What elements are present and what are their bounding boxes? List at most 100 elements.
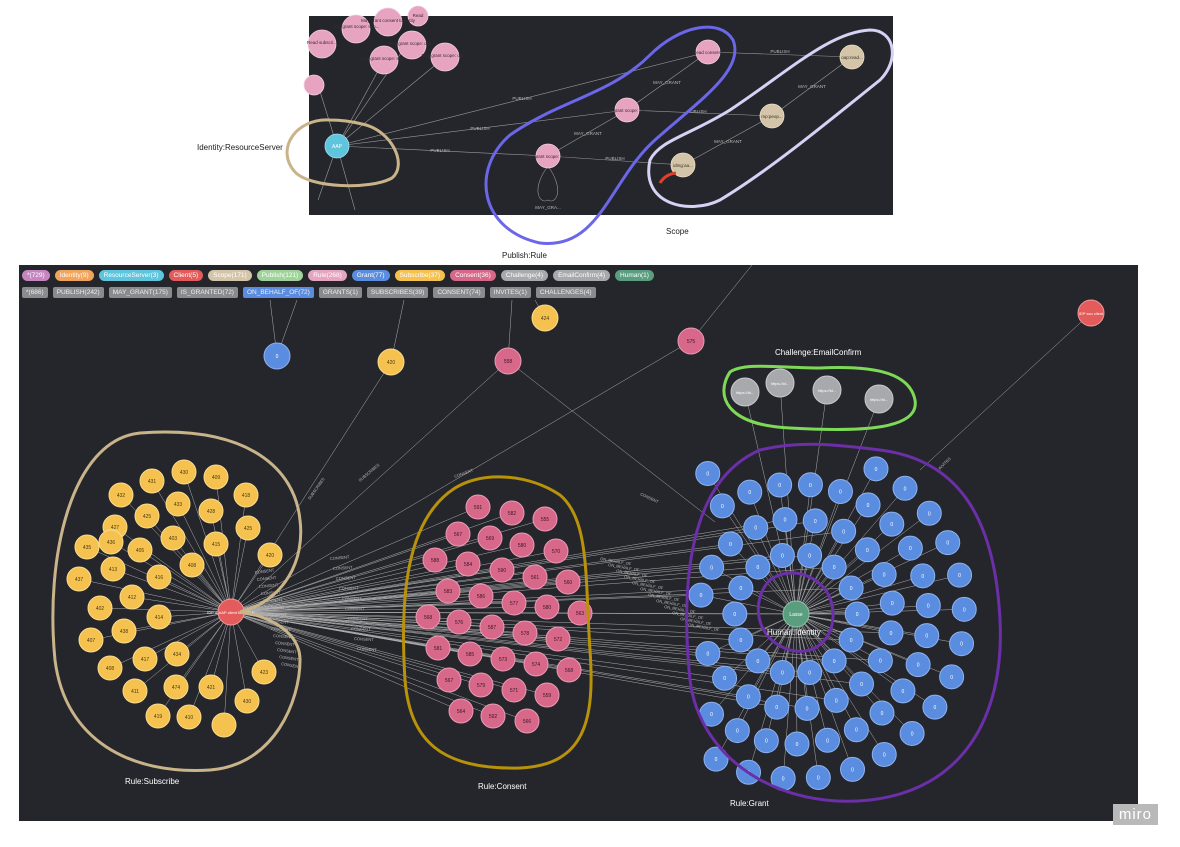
subscribe-node[interactable]: 407	[78, 627, 104, 653]
legend-relationship-pill[interactable]: CHALLENGES(4)	[535, 287, 596, 298]
legend-label-pill[interactable]: Publish(121)	[256, 270, 304, 281]
grant-node[interactable]: 0	[745, 648, 771, 674]
legend-relationship-pill[interactable]: *(686)	[22, 287, 48, 298]
consent-node[interactable]: 566	[514, 708, 540, 734]
subscribe-node[interactable]: 432	[108, 482, 134, 508]
grant-node[interactable]: 0	[722, 601, 748, 627]
grant-node[interactable]: 0	[939, 664, 965, 690]
consent-node[interactable]: 581	[425, 635, 451, 661]
grant-node-top[interactable]: 0	[263, 342, 291, 370]
client-node-idp-aap[interactable]: IDP & AAP client for MELE	[207, 598, 255, 626]
grant-node[interactable]: 0	[688, 582, 714, 608]
grant-node[interactable]: 0	[871, 742, 897, 768]
consent-node[interactable]: 573	[490, 646, 516, 672]
grant-node[interactable]: 0	[905, 652, 931, 678]
subscribe-node[interactable]: 437	[66, 566, 92, 592]
subscribe-node[interactable]: 423	[251, 659, 277, 685]
legend-label-pill[interactable]: Subscribe(37)	[394, 270, 446, 281]
subscribe-node[interactable]: 409	[203, 464, 229, 490]
grant-node[interactable]: 0	[879, 511, 905, 537]
legend-label-pill[interactable]: Challenge(4)	[500, 270, 549, 281]
grant-node[interactable]: 0	[838, 575, 864, 601]
consent-node[interactable]: 574	[523, 651, 549, 677]
legend-label-pill[interactable]: Consent(36)	[450, 270, 496, 281]
grant-node[interactable]: 0	[764, 694, 790, 720]
consent-node[interactable]: 586	[468, 583, 494, 609]
legend-label-pill[interactable]: ResourceServer(3)	[98, 270, 164, 281]
grant-node[interactable]: 0	[947, 562, 973, 588]
consent-node[interactable]: 590	[489, 557, 515, 583]
legend-label-pill[interactable]: Client(5)	[168, 270, 204, 281]
legend-label-pill[interactable]: EmailConfirm(4)	[553, 270, 611, 281]
subscribe-node[interactable]: 411	[122, 678, 148, 704]
consent-node[interactable]: 583	[435, 578, 461, 604]
consent-node[interactable]: 568	[415, 604, 441, 630]
subscribe-node[interactable]: 403	[160, 525, 186, 551]
consent-node[interactable]: 588	[422, 547, 448, 573]
consent-node[interactable]: 563	[567, 600, 593, 626]
legend-label-pill[interactable]: Identity(9)	[54, 270, 94, 281]
legend-relationship-pill[interactable]: SUBSCRIBES(39)	[366, 287, 429, 298]
grant-node[interactable]: 0	[767, 472, 793, 498]
grant-node[interactable]: 0	[784, 731, 810, 757]
legend-label-pill[interactable]: *(729)	[22, 270, 50, 281]
consent-node[interactable]: 584	[455, 551, 481, 577]
subscribe-node[interactable]: 417	[132, 646, 158, 672]
consent-node-top[interactable]: 558	[494, 347, 522, 375]
grant-node[interactable]: 0	[717, 531, 743, 557]
grant-node[interactable]: 0	[840, 756, 866, 782]
grant-node[interactable]: 0	[735, 684, 761, 710]
subscribe-node[interactable]: 434	[164, 641, 190, 667]
grant-node[interactable]: 0	[797, 659, 823, 685]
challenge-node[interactable]: https://id...	[730, 377, 760, 407]
challenge-node[interactable]: https://id...	[812, 375, 842, 405]
consent-node[interactable]: 578	[512, 620, 538, 646]
legend-relationship-pill[interactable]: MAY_GRANT(175)	[108, 287, 172, 298]
consent-node[interactable]: 564	[448, 698, 474, 724]
grant-node[interactable]: 0	[703, 746, 729, 772]
subscribe-node[interactable]: 436	[98, 529, 124, 555]
consent-node[interactable]: 577	[501, 590, 527, 616]
grant-node[interactable]: 0	[935, 530, 961, 556]
grant-node[interactable]: 0	[753, 728, 779, 754]
grant-node[interactable]: 0	[797, 472, 823, 498]
legend-relationship-pill[interactable]: CONSENT(74)	[433, 287, 485, 298]
grant-node[interactable]: 0	[737, 479, 763, 505]
grant-node[interactable]: 0	[914, 623, 940, 649]
grant-node[interactable]: 0	[916, 500, 942, 526]
grant-node[interactable]: 0	[949, 631, 975, 657]
subscribe-node-top[interactable]: 424	[531, 304, 559, 332]
grant-node[interactable]: 0	[892, 475, 918, 501]
grant-node[interactable]: 0	[878, 620, 904, 646]
grant-node[interactable]: 0	[899, 720, 925, 746]
grant-node[interactable]: 0	[823, 687, 849, 713]
subscribe-node[interactable]: 420	[257, 542, 283, 568]
grant-node[interactable]: 0	[695, 460, 721, 486]
legend-relationship-pill[interactable]: INVITES(1)	[489, 287, 531, 298]
subscribe-node[interactable]: 433	[165, 491, 191, 517]
grant-node[interactable]: 0	[897, 535, 923, 561]
consent-node[interactable]: 560	[555, 569, 581, 595]
subscribe-node-top[interactable]: 420	[377, 348, 405, 376]
grant-node[interactable]: 0	[815, 727, 841, 753]
grant-node[interactable]: 0	[831, 518, 857, 544]
subscribe-node[interactable]: 415	[203, 531, 229, 557]
consent-node[interactable]: 555	[532, 506, 558, 532]
consent-node[interactable]: 571	[501, 677, 527, 703]
legend-label-pill[interactable]: Human(1)	[615, 270, 654, 281]
consent-node[interactable]: 570	[543, 538, 569, 564]
client-node-idp-sso[interactable]: IDP sso client	[1077, 299, 1105, 327]
grant-node[interactable]: 0	[910, 563, 936, 589]
grant-node[interactable]: 0	[797, 543, 823, 569]
subscribe-node[interactable]: 419	[145, 703, 171, 729]
grant-node[interactable]: 0	[844, 601, 870, 627]
subscribe-node[interactable]: 430	[171, 459, 197, 485]
grant-node[interactable]: 0	[821, 554, 847, 580]
challenge-node[interactable]: https://id...	[765, 368, 795, 398]
consent-node[interactable]: 569	[477, 525, 503, 551]
grant-node[interactable]: 0	[922, 694, 948, 720]
subscribe-node[interactable]: 425	[134, 503, 160, 529]
grant-node[interactable]: 0	[724, 718, 750, 744]
grant-node[interactable]: 0	[769, 543, 795, 569]
consent-node[interactable]: 591	[465, 494, 491, 520]
